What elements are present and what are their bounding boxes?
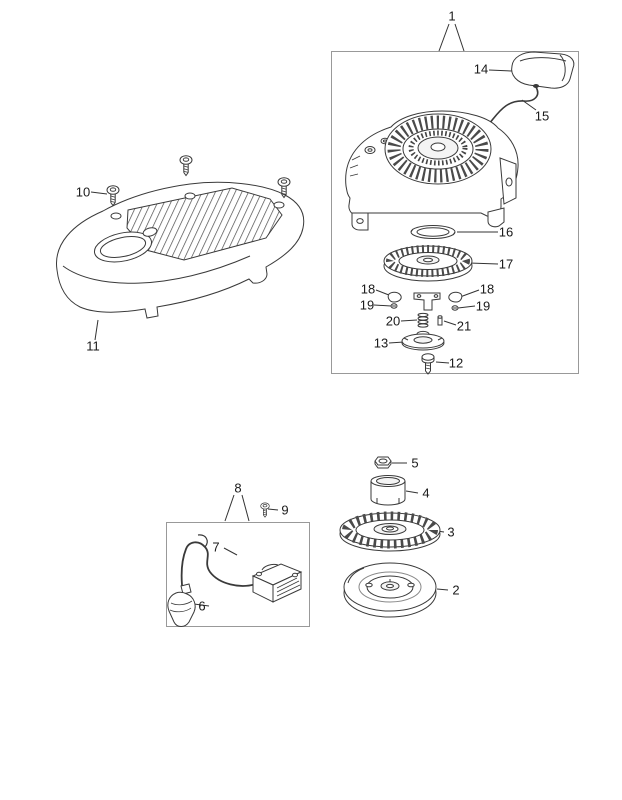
part-spring-washer (410, 225, 456, 239)
part-starter-ratchet (401, 330, 445, 351)
part-label-14: 14 (473, 61, 489, 77)
part-label-4: 4 (422, 485, 430, 501)
part-label-21: 21 (456, 318, 472, 334)
ignition-assembly-frame (166, 522, 310, 627)
part-label-13: 13 (373, 335, 389, 351)
part-spark-plug-cap (167, 583, 196, 627)
part-flywheel-nut (374, 456, 392, 469)
part-label-5: 5 (411, 455, 419, 471)
part-label-6: 6 (198, 598, 206, 614)
part-pawl-screw-right (451, 305, 459, 311)
part-label-18a: 18 (360, 281, 376, 297)
part-ignition-wire-branch (197, 534, 208, 548)
part-label-11: 11 (86, 338, 100, 354)
part-label-16: 16 (498, 224, 514, 240)
part-friction-spring (417, 312, 429, 328)
part-label-17: 17 (498, 256, 514, 272)
part-starter-handle (511, 51, 575, 89)
leader-lines (90, 23, 537, 607)
part-screw-10b (179, 155, 193, 176)
part-starter-cup (370, 475, 406, 506)
part-label-1: 1 (448, 8, 456, 24)
part-pawl-screw-left (390, 303, 398, 309)
part-starter-pulley (383, 245, 473, 282)
part-label-20: 20 (385, 313, 401, 329)
part-label-10: 10 (75, 184, 91, 200)
part-label-2: 2 (452, 582, 460, 598)
part-screw-9 (260, 502, 270, 518)
part-pawl-right (448, 291, 463, 303)
part-starter-housing (345, 110, 519, 231)
part-ignition-coil (251, 563, 303, 603)
starter-assembly-frame (331, 51, 579, 374)
part-flywheel (343, 562, 437, 618)
part-label-19b: 19 (475, 298, 491, 314)
part-label-8: 8 (234, 480, 242, 496)
part-screw-10a (106, 185, 120, 206)
part-label-12: 12 (448, 355, 464, 371)
part-label-9: 9 (281, 502, 289, 518)
part-flywheel-fan (339, 511, 441, 552)
part-pawl-retainer (413, 292, 441, 311)
part-pin (437, 315, 443, 326)
part-blower-cover (56, 181, 305, 319)
part-label-7: 7 (212, 539, 220, 555)
part-pawl-left (387, 291, 402, 303)
part-ratchet-bolt (421, 353, 435, 375)
part-label-18b: 18 (479, 281, 495, 297)
part-label-19a: 19 (359, 297, 375, 313)
part-label-3: 3 (447, 524, 455, 540)
part-label-15: 15 (534, 108, 550, 124)
